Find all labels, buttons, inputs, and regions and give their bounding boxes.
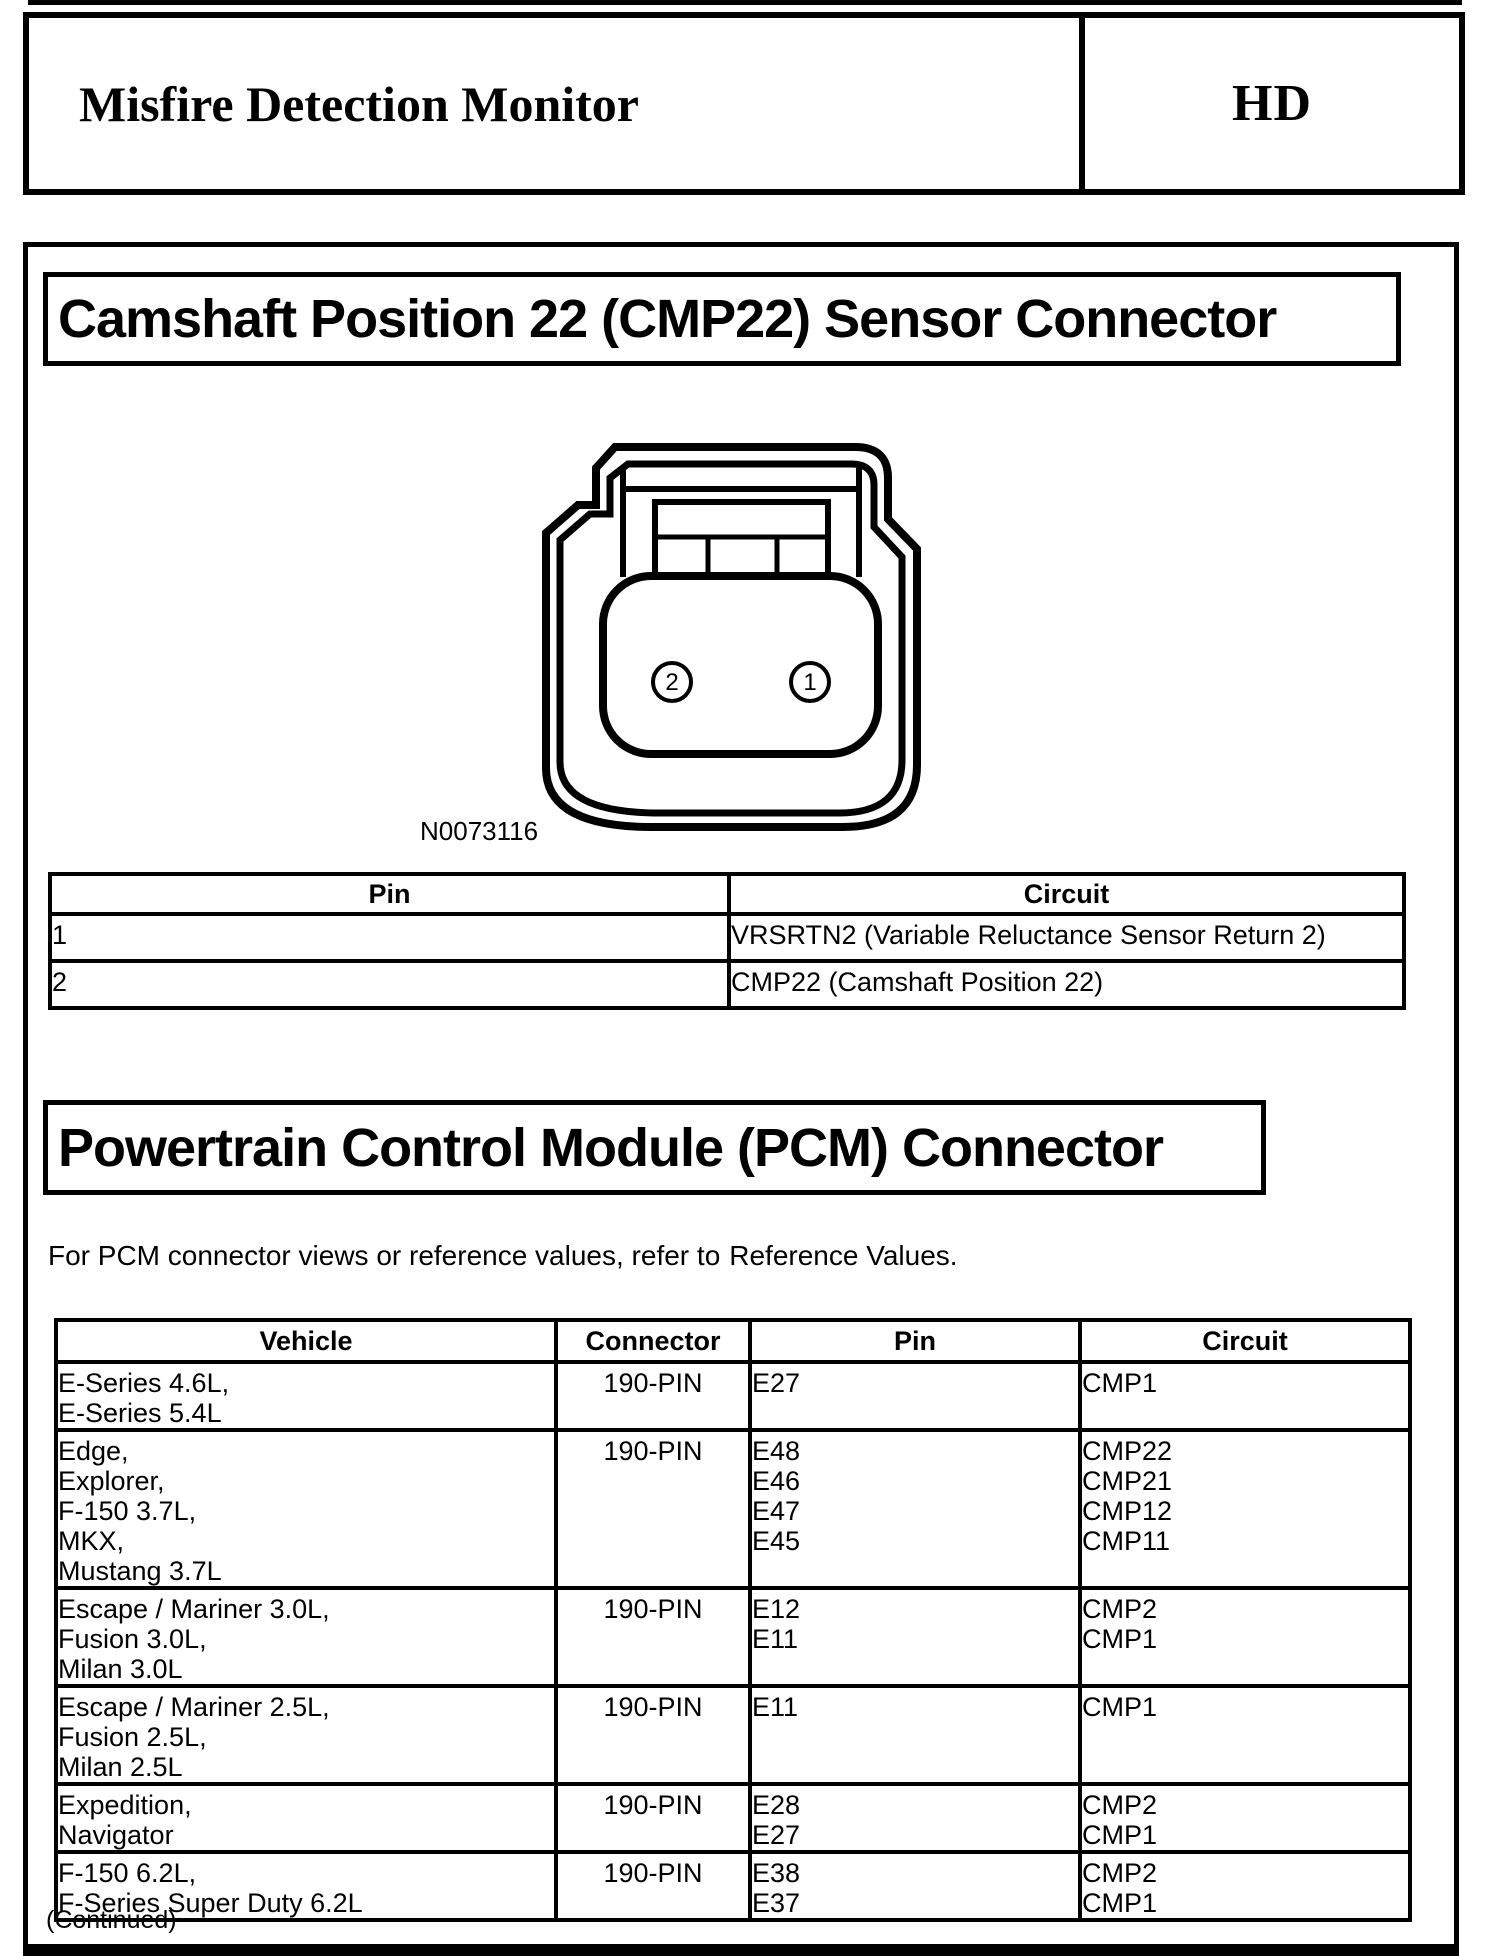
pcm-intro-text: For PCM connector views or reference val… <box>48 1240 958 1272</box>
vehicle-cell: Escape / Mariner 3.0L, Fusion 3.0L, Mila… <box>54 1586 558 1688</box>
pin-2-circle <box>651 661 693 703</box>
connector-tab-dividers <box>655 534 828 575</box>
pin-cell: E12 E11 <box>748 1586 1082 1688</box>
connector-inner-shell <box>556 460 906 817</box>
circuit-cell: CMP1 <box>1078 1684 1412 1786</box>
page-header-title-cell: Misfire Detection Monitor <box>29 18 1085 189</box>
cmp22-section-heading-box: Camshaft Position 22 (CMP22) Sensor Conn… <box>43 272 1401 366</box>
pin-1-circle <box>789 661 831 703</box>
connector-cell: 190-PIN <box>554 1360 752 1432</box>
cmp22-pin-circuit-table: Pin Circuit 1 VRSRTN2 (Variable Reluctan… <box>48 872 1406 1010</box>
pin-cell: E48 E46 E47 E45 <box>748 1428 1082 1590</box>
table-row: 1 VRSRTN2 (Variable Reluctance Sensor Re… <box>48 912 1406 963</box>
page-title: Misfire Detection Monitor <box>79 75 639 132</box>
pin-column-header: Pin <box>748 1318 1082 1364</box>
connector-lock-tab <box>620 466 862 577</box>
pin-cell: E28 E27 <box>748 1782 1082 1854</box>
connector-column-header: Connector <box>554 1318 752 1364</box>
page-header-code-cell: HD <box>1085 18 1459 189</box>
circuit-cell: CMP2 CMP1 <box>1078 1782 1412 1854</box>
connector-cell: 190-PIN <box>554 1850 752 1922</box>
table-continued-note: (Continued) <box>46 1906 177 1934</box>
vehicle-cell: E-Series 4.6L, E-Series 5.4L <box>54 1360 558 1432</box>
cmp22-connector-diagram: 2 1 <box>542 443 921 831</box>
table-row: Edge, Explorer, F-150 3.7L, MKX, Mustang… <box>54 1428 1412 1590</box>
table-row: Escape / Mariner 3.0L, Fusion 3.0L, Mila… <box>54 1586 1412 1688</box>
pin-cell: E27 <box>748 1360 1082 1432</box>
pcm-vehicle-table: Vehicle Connector Pin Circuit E-Series 4… <box>54 1318 1412 1922</box>
cmp22-section-heading: Camshaft Position 22 (CMP22) Sensor Conn… <box>58 289 1277 349</box>
reference-values-link[interactable]: Reference Values. <box>729 1240 958 1271</box>
circuit-cell: CMP2 CMP1 <box>1078 1850 1412 1922</box>
section-code: HD <box>1232 75 1312 132</box>
pcm-intro-prefix: For PCM connector views or reference val… <box>48 1240 721 1271</box>
pcm-section-heading: Powertrain Control Module (PCM) Connecto… <box>58 1117 1164 1178</box>
pin-cell: 1 <box>48 912 731 963</box>
table-row: E-Series 4.6L, E-Series 5.4L 190-PIN E27… <box>54 1360 1412 1432</box>
pin-cell: 2 <box>48 959 731 1010</box>
figure-reference-number: N0073116 <box>420 816 539 846</box>
pin-2-label: 2 <box>665 669 678 696</box>
page-header: Misfire Detection Monitor HD <box>23 12 1465 195</box>
vehicle-cell: Edge, Explorer, F-150 3.7L, MKX, Mustang… <box>54 1428 558 1590</box>
content-frame-bottom-border <box>23 1944 1459 1956</box>
circuit-column-header: Circuit <box>1078 1318 1412 1364</box>
pin-cell: E11 <box>748 1684 1082 1786</box>
table-row: Expedition, Navigator 190-PIN E28 E27 CM… <box>54 1782 1412 1854</box>
pcm-section-heading-box: Powertrain Control Module (PCM) Connecto… <box>43 1100 1266 1195</box>
pin-cell: E38 E37 <box>748 1850 1082 1922</box>
connector-cell: 190-PIN <box>554 1586 752 1688</box>
vehicle-cell: F-150 6.2L, F-Series Super Duty 6.2L <box>54 1850 558 1922</box>
connector-cell: 190-PIN <box>554 1428 752 1590</box>
circuit-cell: CMP22 CMP21 CMP12 CMP11 <box>1078 1428 1412 1590</box>
circuit-cell: VRSRTN2 (Variable Reluctance Sensor Retu… <box>727 912 1406 963</box>
table-header-row: Vehicle Connector Pin Circuit <box>54 1318 1412 1364</box>
scan-edge-artifact <box>28 0 1462 5</box>
vehicle-cell: Escape / Mariner 2.5L, Fusion 2.5L, Mila… <box>54 1684 558 1786</box>
circuit-cell: CMP1 <box>1078 1360 1412 1432</box>
connector-outer-shell <box>542 443 921 831</box>
pin-1-label: 1 <box>803 669 816 696</box>
content-frame <box>23 242 1459 1956</box>
connector-pin-cavity <box>599 572 882 758</box>
circuit-cell: CMP22 (Camshaft Position 22) <box>727 959 1406 1010</box>
vehicle-column-header: Vehicle <box>54 1318 558 1364</box>
circuit-column-header: Circuit <box>727 872 1406 916</box>
table-row: F-150 6.2L, F-Series Super Duty 6.2L 190… <box>54 1850 1412 1922</box>
table-row: 2 CMP22 (Camshaft Position 22) <box>48 959 1406 1010</box>
vehicle-cell: Expedition, Navigator <box>54 1782 558 1854</box>
table-row: Escape / Mariner 2.5L, Fusion 2.5L, Mila… <box>54 1684 1412 1786</box>
connector-cell: 190-PIN <box>554 1782 752 1854</box>
circuit-cell: CMP2 CMP1 <box>1078 1586 1412 1688</box>
connector-cell: 190-PIN <box>554 1684 752 1786</box>
pin-column-header: Pin <box>48 872 731 916</box>
table-header-row: Pin Circuit <box>48 872 1406 916</box>
